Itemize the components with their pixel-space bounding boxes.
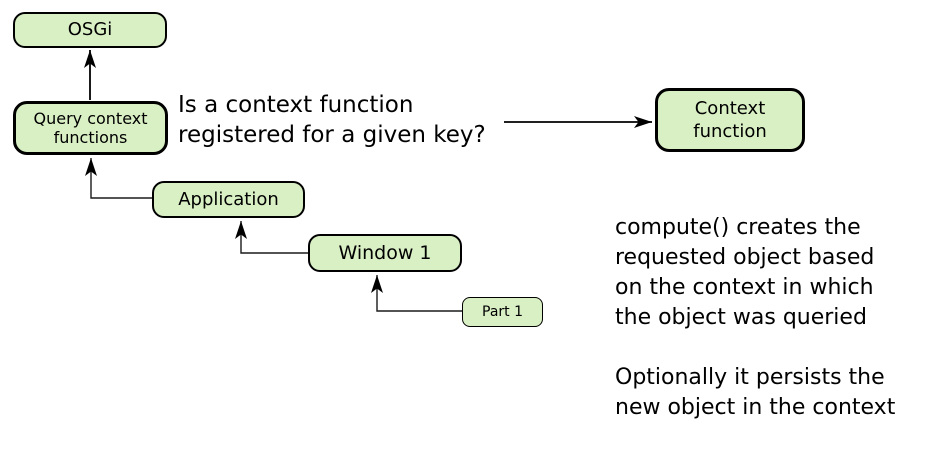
question-line2: registered for a given key?	[178, 122, 486, 148]
question-text: Is a context function registered for a g…	[178, 90, 518, 150]
node-osgi-label: OSGi	[67, 19, 113, 41]
note-compute-line4: the object was queried	[615, 305, 867, 330]
note-compute: compute() creates the requested object b…	[615, 213, 945, 333]
node-application: Application	[152, 181, 305, 218]
arrow-part1-to-window1	[371, 275, 462, 312]
node-part1-label: Part 1	[482, 303, 523, 320]
note-optional-line2: new object in the context	[615, 395, 896, 420]
node-window1: Window 1	[308, 234, 462, 272]
node-query-label-line2: functions	[53, 128, 128, 147]
arrow-window1-to-application	[235, 221, 308, 254]
note-compute-line1: compute() creates the	[615, 215, 861, 240]
question-line1: Is a context function	[178, 92, 414, 118]
node-query-context-functions: Query context functions	[13, 101, 168, 155]
node-application-label: Application	[178, 188, 279, 210]
node-context-function-label-line1: Context	[694, 97, 766, 119]
note-optional-line1: Optionally it persists the	[615, 365, 885, 390]
node-query-label-line1: Query context	[33, 108, 148, 128]
arrow-application-to-query	[85, 158, 152, 199]
note-compute-line2: requested object based	[615, 245, 875, 270]
node-part1: Part 1	[462, 297, 543, 327]
node-context-function-label-line2: function	[693, 121, 767, 142]
note-optional: Optionally it persists the new object in…	[615, 363, 945, 423]
node-context-function: Context function	[655, 88, 805, 152]
node-osgi: OSGi	[13, 12, 167, 48]
node-window1-label: Window 1	[338, 241, 432, 264]
note-compute-line3: on the context in which	[615, 275, 874, 300]
